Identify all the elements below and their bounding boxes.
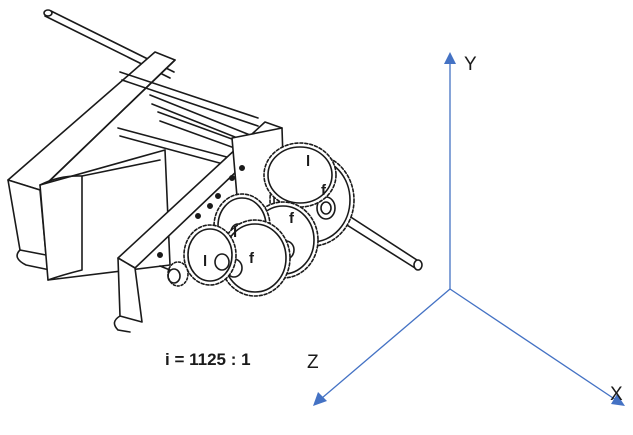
gear-front-small	[183, 224, 237, 286]
back-plate	[7, 51, 176, 271]
x-axis	[449, 288, 625, 406]
gear-label-3: f	[249, 250, 255, 267]
z-axis	[313, 288, 451, 406]
x-axis-label: X	[610, 384, 623, 405]
gear-label-1: l	[203, 253, 207, 270]
gear-label-5: l	[306, 153, 310, 170]
y-axis	[444, 52, 456, 289]
gear-label-4: f	[289, 210, 295, 227]
coordinate-axes	[313, 52, 625, 406]
pinion-knob	[159, 261, 189, 287]
z-axis-arrowhead	[313, 392, 327, 406]
y-axis-label: Y	[464, 54, 477, 75]
gear-label-6: f	[321, 182, 327, 199]
z-axis-label: Z	[307, 352, 319, 373]
y-axis-arrowhead	[444, 52, 456, 64]
x-axis-arrowhead	[611, 394, 625, 406]
gearbox-drawing: l l f f l f	[7, 9, 423, 333]
gear-ratio-label: i = 1125 : 1	[165, 350, 251, 369]
gear-label-2: l	[233, 224, 237, 241]
